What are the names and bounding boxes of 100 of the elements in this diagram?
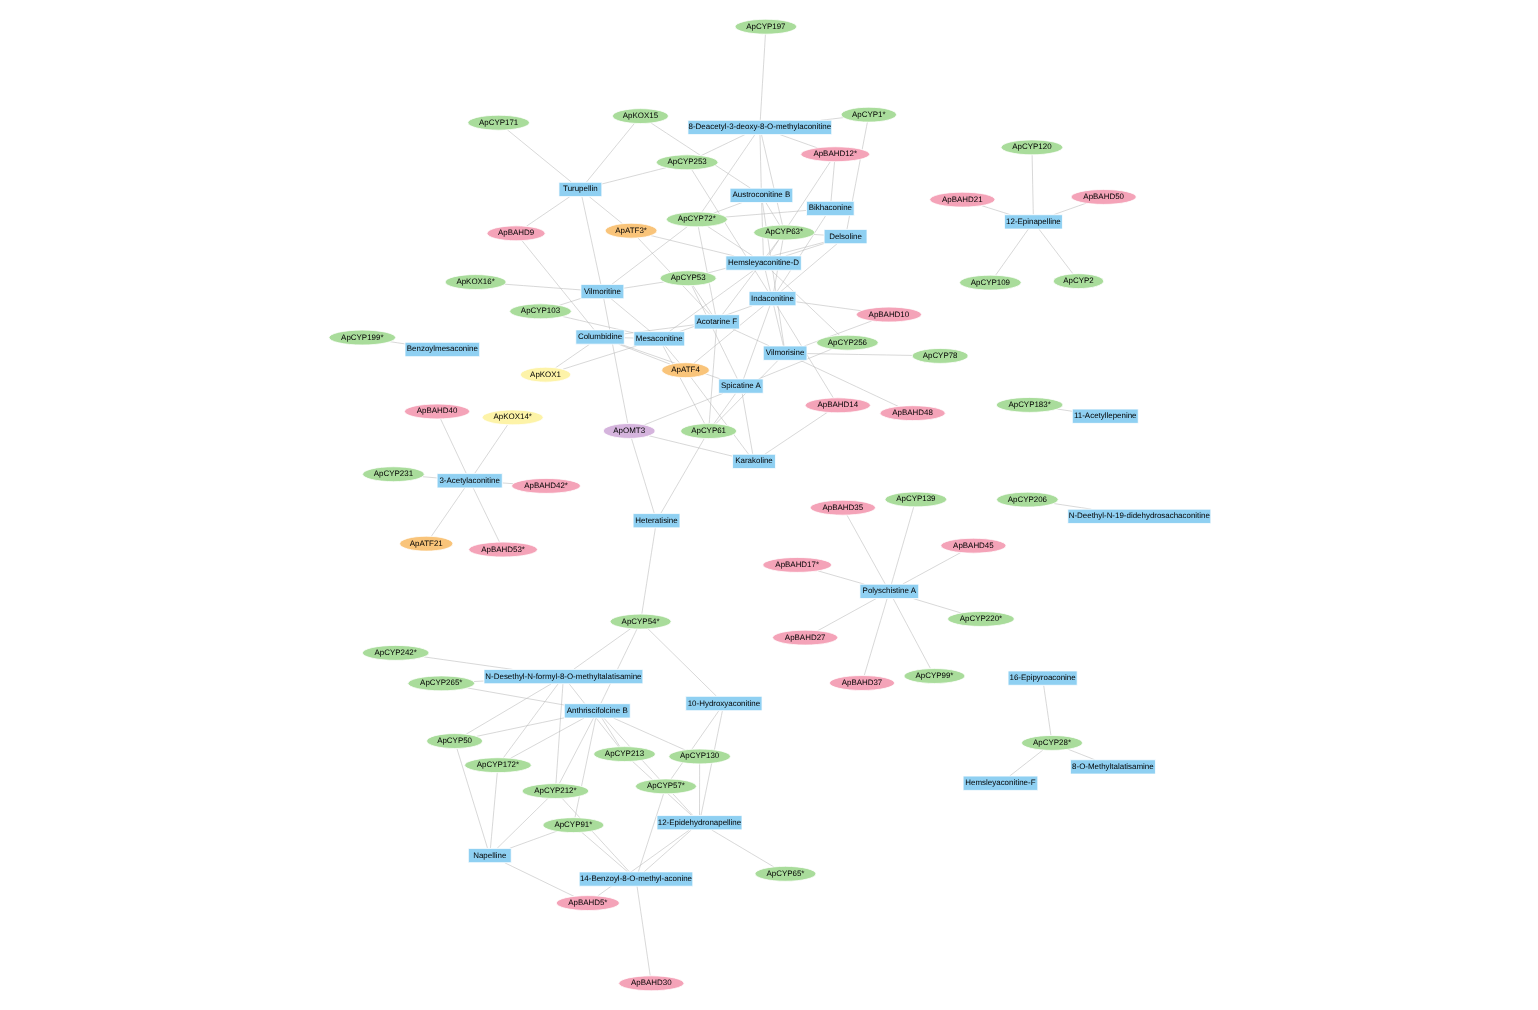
connector <box>503 283 581 291</box>
connector <box>617 343 670 365</box>
connector <box>501 482 513 484</box>
connector <box>689 377 748 455</box>
connector <box>585 123 634 183</box>
connector <box>439 418 466 474</box>
connector <box>642 829 691 873</box>
connector <box>587 196 622 224</box>
connector <box>508 831 556 849</box>
connector <box>630 438 654 514</box>
connector <box>845 514 885 585</box>
connector <box>700 134 755 213</box>
connector <box>635 885 650 977</box>
connector <box>489 772 497 849</box>
connector <box>784 243 824 257</box>
connector <box>646 628 716 697</box>
connector <box>647 435 732 457</box>
connector <box>707 328 716 424</box>
connector <box>816 598 876 631</box>
connector <box>812 234 824 236</box>
connector <box>862 598 887 676</box>
connector <box>731 328 769 347</box>
connector <box>580 831 627 873</box>
connector <box>509 717 584 759</box>
connector <box>554 344 589 369</box>
connector <box>464 683 551 735</box>
connector <box>891 598 930 669</box>
connector <box>388 341 405 345</box>
connector <box>472 680 484 682</box>
connector <box>758 134 761 189</box>
connector <box>1042 685 1051 736</box>
connector <box>525 196 570 227</box>
connector <box>1037 228 1073 275</box>
connector <box>829 161 834 202</box>
connector <box>980 205 1010 215</box>
connector <box>799 360 898 407</box>
connector <box>430 487 464 537</box>
connector <box>554 683 563 784</box>
connector <box>778 134 817 149</box>
connector <box>901 552 961 585</box>
connector <box>697 226 715 315</box>
connector <box>557 298 581 306</box>
connector <box>661 345 705 425</box>
connector <box>764 202 779 226</box>
connector <box>706 226 752 257</box>
connector <box>1052 202 1086 215</box>
connector <box>600 717 620 747</box>
connector <box>573 717 595 818</box>
connector <box>691 285 712 315</box>
connector <box>520 240 594 330</box>
connector <box>770 270 839 336</box>
connector <box>1055 408 1072 412</box>
connector <box>610 226 687 285</box>
connector <box>502 683 558 759</box>
connector <box>775 305 833 399</box>
connector <box>710 829 774 868</box>
connector <box>767 161 830 256</box>
connector <box>763 412 827 455</box>
connector <box>600 167 666 185</box>
connector <box>561 316 633 334</box>
connector <box>890 506 913 585</box>
connector <box>794 301 861 311</box>
connector <box>994 228 1028 276</box>
connector <box>505 129 571 183</box>
connector <box>561 345 636 370</box>
connector <box>622 281 664 289</box>
connector <box>612 717 685 751</box>
connector <box>764 270 783 347</box>
connector <box>609 298 650 332</box>
connector <box>698 763 699 816</box>
connector <box>742 305 770 380</box>
connector <box>649 235 734 257</box>
connector <box>472 487 499 543</box>
connector <box>759 34 765 121</box>
connector <box>816 570 864 585</box>
connector <box>1008 749 1043 777</box>
connector <box>671 793 692 816</box>
connector <box>699 134 745 156</box>
connector <box>466 687 564 706</box>
connector <box>572 628 631 670</box>
connector <box>602 298 628 424</box>
connector <box>911 598 961 614</box>
connector <box>503 862 574 897</box>
connector <box>805 353 912 356</box>
connector <box>640 527 655 615</box>
connector <box>455 748 487 849</box>
connector <box>473 424 507 474</box>
connector <box>724 210 806 218</box>
connector <box>712 393 735 425</box>
connector <box>740 393 753 455</box>
connector <box>642 393 723 426</box>
connector <box>475 717 564 737</box>
connector <box>1052 503 1091 510</box>
connector <box>664 345 679 364</box>
connector <box>495 797 548 849</box>
connector <box>421 476 437 479</box>
connector <box>779 243 837 292</box>
connector <box>1030 154 1033 215</box>
connector <box>757 348 831 380</box>
connector <box>580 196 601 285</box>
